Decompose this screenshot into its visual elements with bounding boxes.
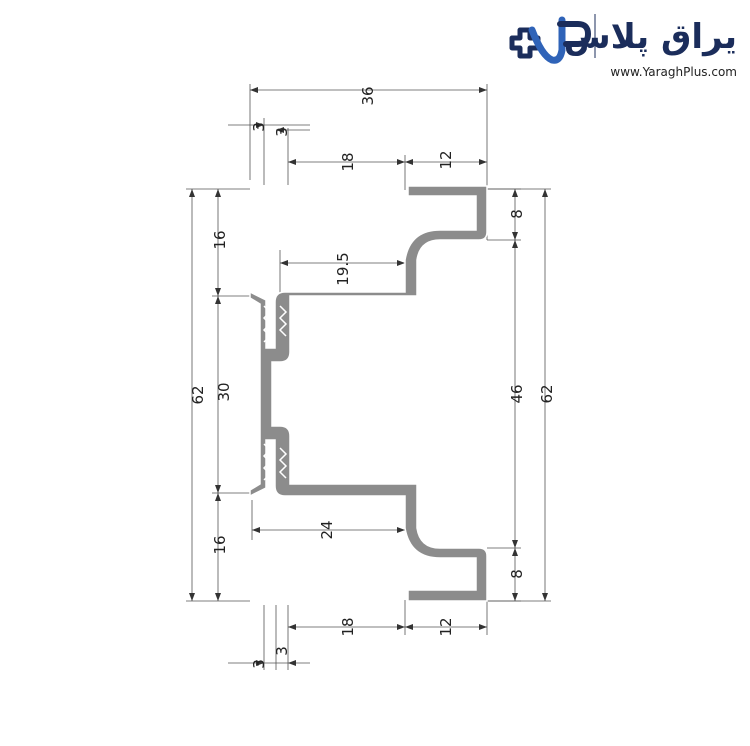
dim-bottom-offset: 18 <box>339 617 357 636</box>
dim-bottom-lip-right: 3 <box>273 646 291 656</box>
dim-left-bottom-gap: 16 <box>211 535 229 554</box>
dim-right-bottom-flange: 8 <box>508 569 526 579</box>
dim-top-lip-left: 3 <box>250 122 268 132</box>
aluminium-profile <box>249 185 488 602</box>
logo-wordmark: یراق پلاس <box>564 17 737 57</box>
dim-top-flange: 12 <box>437 150 455 169</box>
dim-left-top-gap: 16 <box>211 230 229 249</box>
dim-right-total: 62 <box>538 384 556 403</box>
dim-top-offset: 18 <box>339 152 357 171</box>
logo-url: www.YaraghPlus.com <box>610 65 737 79</box>
dim-right-top-flange: 8 <box>508 209 526 219</box>
dim-right-middle: 46 <box>508 384 526 403</box>
dim-bottom-reach: 24 <box>318 520 336 539</box>
clip-teeth-bottom <box>262 443 272 481</box>
dimension-arrows <box>189 87 548 666</box>
clip-teeth-top <box>262 305 272 343</box>
dim-inner-reach: 19.5 <box>334 252 352 285</box>
dim-bottom-lip-left: 3 <box>250 659 268 669</box>
dim-bottom-flange: 12 <box>437 617 455 636</box>
dim-overall-width: 36 <box>359 86 377 105</box>
dimension-lines <box>186 84 551 670</box>
dim-top-lip-right: 3 <box>273 127 291 137</box>
brand-logo: یراق پلاس www.YaraghPlus.com <box>509 14 737 79</box>
profile-section <box>249 185 488 602</box>
dim-left-middle: 30 <box>215 382 233 401</box>
dim-left-total: 62 <box>189 385 207 404</box>
yp-monogram-icon <box>528 16 592 64</box>
